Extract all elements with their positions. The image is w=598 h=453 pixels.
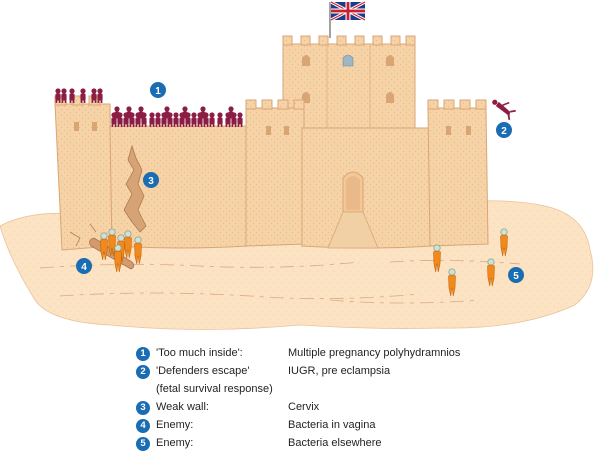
legend-row-continuation: (fetal survival response) [136, 381, 576, 399]
union-flag-icon [329, 0, 366, 38]
legend-key: 'Defenders escape' [156, 365, 250, 377]
svg-text:5: 5 [513, 271, 519, 282]
legend-row: 2 'Defenders escape' IUGR, pre eclampsia [136, 363, 576, 381]
legend-key: 'Too much inside': [156, 347, 243, 359]
legend-key: Weak wall: [156, 401, 209, 413]
legend-key: Enemy: [156, 419, 194, 431]
legend-row: 1 'Too much inside': Multiple pregnancy … [136, 345, 576, 363]
legend-number-badge: 1 [136, 347, 150, 361]
svg-text:1: 1 [155, 86, 161, 97]
legend-key-continuation: (fetal survival response) [156, 383, 273, 395]
legend-value: IUGR, pre eclampsia [288, 365, 391, 377]
legend-value: Multiple pregnancy polyhydramnios [288, 347, 461, 359]
svg-text:2: 2 [501, 126, 507, 137]
legend-number-badge: 4 [136, 419, 150, 433]
legend-key: Enemy: [156, 437, 194, 449]
legend-value: Bacteria elsewhere [288, 437, 382, 449]
legend-row: 4 Enemy: Bacteria in vagina [136, 417, 576, 435]
wall-crack [123, 144, 147, 233]
middle-tower [245, 99, 305, 247]
legend: 1 'Too much inside': Multiple pregnancy … [136, 345, 576, 453]
right-tower [427, 99, 489, 247]
callout-4: 4 [76, 258, 92, 274]
defenders-overcrowded [111, 106, 243, 127]
callout-3: 3 [143, 172, 159, 188]
breach-cracks [69, 223, 97, 247]
svg-text:4: 4 [81, 262, 87, 273]
svg-text:3: 3 [148, 176, 154, 187]
callout-1: 1 [150, 82, 166, 98]
sand-ripples [39, 260, 521, 304]
legend-row: 3 Weak wall: Cervix [136, 399, 576, 417]
left-tower [54, 95, 113, 251]
legend-number-badge: 3 [136, 401, 150, 415]
keep [282, 35, 416, 135]
legend-value: Cervix [288, 401, 320, 413]
legend-value: Bacteria in vagina [288, 419, 376, 431]
gatehouse-wall [301, 127, 433, 249]
legend-row: 5 Enemy: Bacteria elsewhere [136, 435, 576, 453]
callout-5: 5 [508, 267, 524, 283]
legend-number-badge: 2 [136, 365, 150, 379]
callout-2: 2 [496, 122, 512, 138]
escaping-defender-icon [492, 99, 516, 120]
legend-number-badge: 5 [136, 437, 150, 451]
